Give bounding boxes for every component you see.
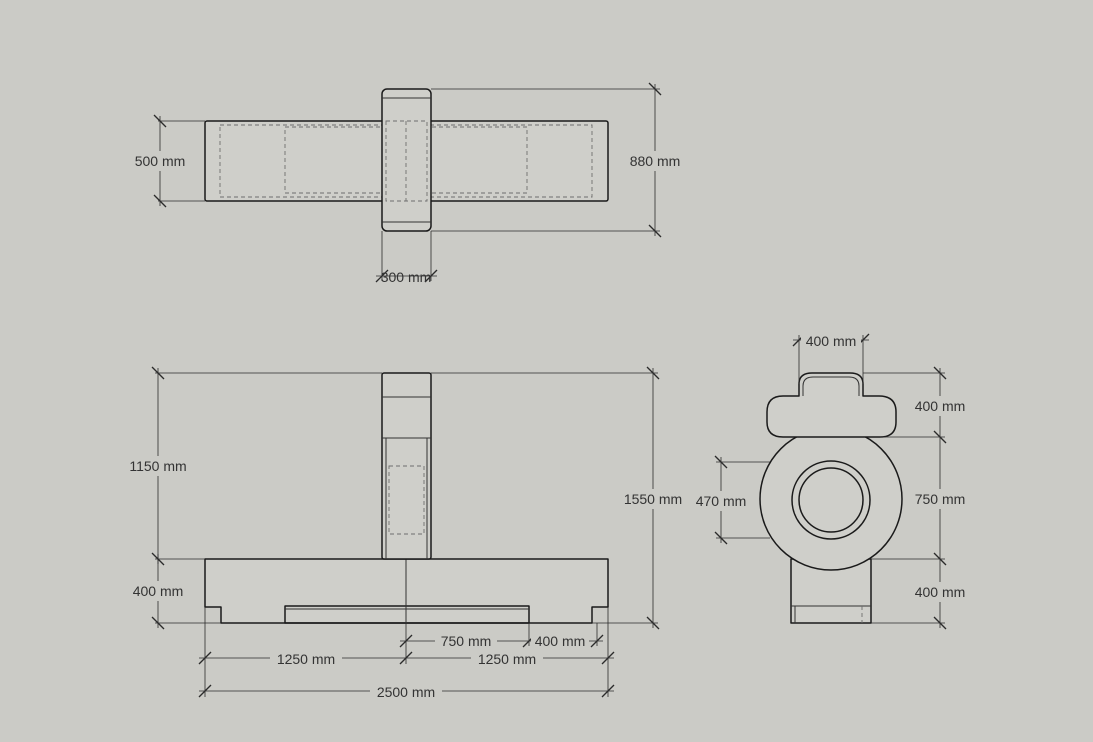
dim-front-total-length: 2500 mm (198, 683, 615, 700)
dim-side-right: 400 mm 750 mm 400 mm (863, 366, 972, 630)
dim-label-side-base-height: 400 mm (915, 584, 966, 600)
side-ring-outer (759, 427, 903, 571)
dim-label-front-half-left: 1250 mm (277, 651, 335, 667)
dim-label-front-upper: 1150 mm (129, 458, 186, 474)
dim-label-front-total-length: 2500 mm (377, 684, 435, 700)
front-view: 1150 mm 400 mm 1550 mm (122, 366, 689, 700)
dim-side-ring: 470 mm (689, 455, 770, 545)
front-upright-hidden (388, 465, 425, 535)
side-top-shape (766, 372, 897, 438)
side-ring-inner (798, 467, 864, 533)
side-view: 400 mm 400 mm 750 mm 400 mm (689, 332, 972, 630)
top-post-outline (381, 88, 432, 232)
dim-label-front-base: 400 mm (133, 583, 184, 599)
dim-front-upper: 1150 mm (122, 366, 382, 566)
top-post-hidden (385, 120, 428, 202)
dim-side-top-width: 400 mm (792, 332, 870, 384)
dim-label-side-top-width: 400 mm (806, 333, 857, 349)
dim-label-front-total-height: 1550 mm (624, 491, 682, 507)
dim-top-width: 500 mm (128, 114, 205, 208)
front-base-slot (284, 605, 530, 624)
dim-label-front-edge: 400 mm (535, 633, 586, 649)
dim-label-top-width: 500 mm (135, 153, 186, 169)
dim-top-post: 300 mm (375, 231, 438, 285)
dim-label-side-top-height: 400 mm (915, 398, 966, 414)
dim-front-base: 400 mm (126, 554, 221, 630)
dim-label-side-ring: 470 mm (696, 493, 747, 509)
side-ring-mid (791, 460, 871, 540)
dim-label-front-slot: 750 mm (441, 633, 492, 649)
dim-label-top-depth: 880 mm (630, 153, 681, 169)
top-view: 500 mm 880 mm 300 mm (128, 82, 686, 285)
dim-front-total-height: 1550 mm (431, 366, 689, 630)
dim-front-slot: 750 mm 400 mm (399, 623, 604, 649)
dim-label-side-ring-height: 750 mm (915, 491, 966, 507)
dim-label-front-half-right: 1250 mm (478, 651, 536, 667)
dim-label-top-post: 300 mm (381, 269, 432, 285)
dim-top-depth: 880 mm (431, 82, 686, 238)
dim-front-halves: 1250 mm 1250 mm (198, 607, 615, 697)
